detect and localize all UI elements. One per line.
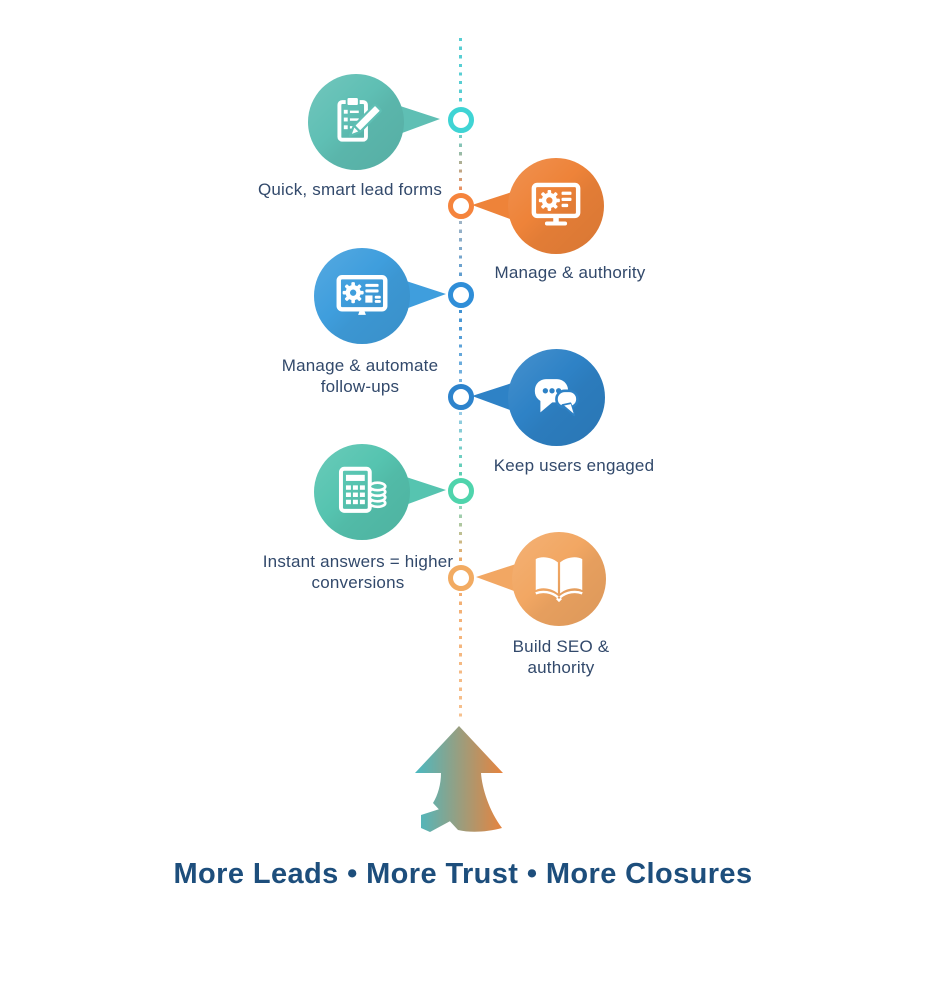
label-line: Manage & authority [494, 263, 646, 282]
timeline-node [448, 478, 474, 504]
label-line: Keep users engaged [493, 456, 655, 475]
timeline-node [448, 193, 474, 219]
label-line: Manage & automate [281, 356, 439, 375]
feature-bubble [508, 349, 605, 446]
label-line: Quick, smart lead forms [257, 180, 443, 199]
timeline-segment [459, 506, 463, 563]
feature-label: Keep users engaged [424, 455, 724, 476]
browser-gear-icon [336, 274, 388, 315]
headline: More Leads • More Trust • More Closures [173, 858, 753, 890]
timeline-segment [459, 38, 463, 106]
monitor-gear-icon [531, 182, 581, 226]
timeline-segment [459, 593, 463, 718]
timeline-node [448, 107, 474, 133]
chat-bubbles-icon [534, 378, 579, 416]
timeline-node [448, 565, 474, 591]
timeline-segment [459, 221, 463, 280]
feature-label: Manage & authority [420, 262, 720, 283]
label-line: Instant answers = higher [262, 552, 454, 571]
feature-bubble [508, 158, 604, 254]
feature-label: Manage & automate follow-ups [210, 355, 510, 397]
feature-bubble [314, 248, 410, 344]
timeline-node [448, 384, 474, 410]
calculator-coins-icon [338, 466, 387, 513]
label-line: Build SEO & [512, 637, 610, 656]
feature-label: Instant answers = higher conversions [208, 551, 508, 593]
feature-bubble [512, 532, 606, 626]
timeline-segment [459, 310, 463, 382]
open-book-icon [535, 557, 583, 603]
feature-label: Build SEO & authority [411, 636, 711, 678]
timeline-node [448, 282, 474, 308]
timeline-segment [459, 412, 463, 476]
timeline-segment [459, 135, 463, 191]
label-line: authority [527, 658, 595, 677]
feature-bubble [314, 444, 410, 540]
feature-bubble [308, 74, 404, 170]
feature-label: Quick, smart lead forms [200, 179, 500, 200]
clipboard-pencil-icon [337, 96, 382, 142]
label-line: conversions [311, 573, 405, 592]
growth-arrow-icon [415, 726, 503, 832]
label-line: follow-ups [320, 377, 400, 396]
